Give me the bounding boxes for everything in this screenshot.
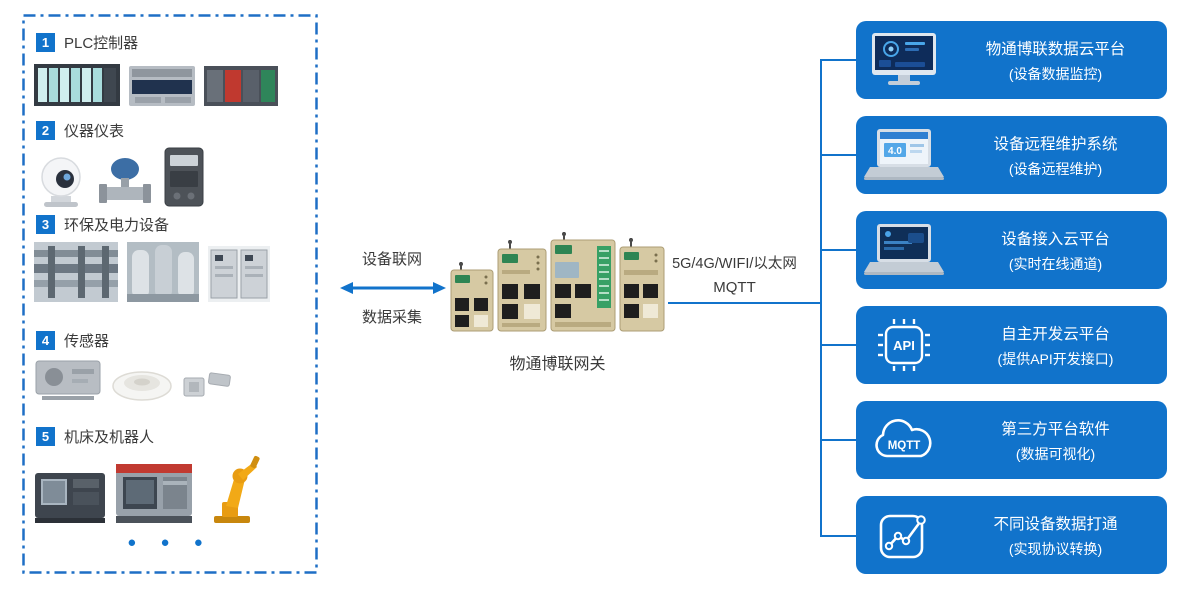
left-link-bottom-label: 数据采集 <box>361 309 422 326</box>
category-header-plc: 1 PLC控制器 <box>36 32 138 53</box>
cnc-machine-photo <box>34 468 106 524</box>
platform-card-protocol-conversion: 不同设备数据打通 (实现协议转换) <box>856 496 1167 574</box>
platform-subtitle: (设备数据监控) <box>1008 65 1103 82</box>
treatment-plant-photo <box>127 242 199 302</box>
camera-photo <box>34 156 88 208</box>
power-cabinet-photo <box>208 246 270 302</box>
category-header-machines: 5 机床及机器人 <box>36 426 154 447</box>
category-number-badge: 2 <box>36 121 55 140</box>
energy-meter-photo <box>162 146 206 208</box>
data-exchange-chart-icon <box>856 509 952 561</box>
platform-text: 设备远程维护系统 (设备远程维护) <box>952 132 1167 179</box>
platform-subtitle: (提供API开发接口) <box>997 350 1114 367</box>
svg-text:API: API <box>893 338 915 353</box>
platform-title: 第三方平台软件 <box>1001 420 1110 438</box>
control-valve-photo <box>97 156 153 208</box>
cloud-dashboard-monitor-icon <box>856 32 952 88</box>
platform-subtitle: (实现协议转换) <box>1008 540 1103 557</box>
category-images-plc <box>34 64 278 106</box>
category-number-badge: 3 <box>36 215 55 234</box>
platform-title: 自主开发云平台 <box>1001 325 1110 343</box>
platform-title: 不同设备数据打通 <box>993 515 1118 533</box>
connector-line <box>821 535 856 537</box>
category-images-machines <box>34 452 260 524</box>
category-images-instruments <box>34 146 206 208</box>
category-header-sensors: 4 传感器 <box>36 330 109 351</box>
remote-maintenance-laptop-icon: 4.0 <box>856 128 952 182</box>
plc-module-photo <box>129 66 195 106</box>
device-access-laptop-icon <box>856 223 952 277</box>
platform-card-device-access: 设备接入云平台 (实时在线通道) <box>856 211 1167 289</box>
connector-line <box>821 439 856 441</box>
gateway-module-photo <box>450 262 494 332</box>
gateway-caption: 物通博联网关 <box>509 356 606 373</box>
bidirectional-arrow-icon <box>340 282 446 294</box>
piping-plant-photo <box>34 242 118 302</box>
connector-line <box>821 344 856 346</box>
platform-text: 第三方平台软件 (数据可视化) <box>952 417 1167 464</box>
right-link-top-label: 5G/4G/WIFI/以太网 <box>672 256 797 272</box>
category-header-power: 3 环保及电力设备 <box>36 214 169 235</box>
category-number-badge: 4 <box>36 331 55 350</box>
platform-card-api: API 自主开发云平台 (提供API开发接口) <box>856 306 1167 384</box>
platform-text: 不同设备数据打通 (实现协议转换) <box>952 512 1167 559</box>
device-categories-panel: 1 PLC控制器 2 仪器仪表 3 环保及电力设备 <box>22 14 318 574</box>
plc-red-module-photo <box>204 66 278 106</box>
robot-arm-photo <box>202 452 260 524</box>
svg-text:MQTT: MQTT <box>888 440 921 452</box>
gateway-module-photo <box>497 240 547 332</box>
category-images-sensors <box>34 356 232 402</box>
connector-line <box>821 154 856 156</box>
platform-subtitle: (数据可视化) <box>1015 445 1096 462</box>
category-label: 仪器仪表 <box>64 123 125 140</box>
svg-text:4.0: 4.0 <box>888 146 902 157</box>
right-link-bottom-label: MQTT <box>713 279 756 296</box>
connector-line <box>821 59 856 61</box>
plc-rack-photo <box>34 64 120 106</box>
category-label: 机床及机器人 <box>64 429 155 446</box>
platform-text: 自主开发云平台 (提供API开发接口) <box>952 322 1167 369</box>
category-images-power <box>34 242 270 302</box>
connector-line <box>821 249 856 251</box>
magnetic-sensor-photo <box>182 370 232 402</box>
category-number-badge: 1 <box>36 33 55 52</box>
api-chip-icon: API <box>856 318 952 372</box>
mqtt-cloud-icon: MQTT <box>856 416 952 464</box>
platform-subtitle: (实时在线通道) <box>1008 255 1103 272</box>
connector-bus-line <box>820 59 822 537</box>
category-number-badge: 5 <box>36 427 55 446</box>
more-devices-indicator: ● ● ● <box>127 534 213 551</box>
platform-title: 设备远程维护系统 <box>993 135 1118 153</box>
left-link-top-label: 设备联网 <box>361 251 422 268</box>
platform-card-remote-maintenance: 4.0 设备远程维护系统 (设备远程维护) <box>856 116 1167 194</box>
platform-text: 设备接入云平台 (实时在线通道) <box>952 227 1167 274</box>
category-header-instruments: 2 仪器仪表 <box>36 120 124 141</box>
gateway-module-photo <box>619 238 665 332</box>
smoke-detector-photo <box>111 366 173 402</box>
platform-title: 物通博联数据云平台 <box>985 40 1126 58</box>
platform-subtitle: (设备远程维护) <box>1008 160 1103 177</box>
gateway-devices-photo <box>450 228 665 332</box>
platform-text: 物通博联数据云平台 (设备数据监控) <box>952 37 1167 84</box>
category-label: 环保及电力设备 <box>64 217 170 234</box>
gateway-module-photo <box>550 232 616 332</box>
box-sensor-photo <box>34 356 102 402</box>
platform-card-third-party: MQTT 第三方平台软件 (数据可视化) <box>856 401 1167 479</box>
category-label: 传感器 <box>64 333 110 350</box>
connector-line <box>668 302 822 304</box>
cnc-lathe-photo <box>115 460 193 524</box>
platform-title: 设备接入云平台 <box>1001 230 1110 248</box>
platform-card-data-cloud: 物通博联数据云平台 (设备数据监控) <box>856 21 1167 99</box>
category-label: PLC控制器 <box>64 35 139 52</box>
